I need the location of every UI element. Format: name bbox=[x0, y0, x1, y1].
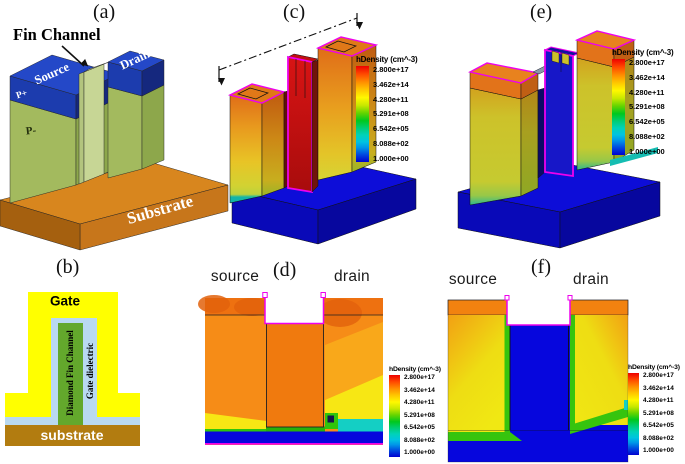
panel-d-crosssection bbox=[198, 292, 383, 445]
colorbar-value: 4.280e+11 bbox=[404, 399, 435, 407]
colorbar-value: 3.462e+14 bbox=[629, 72, 665, 82]
colorbar-value: 5.291e+08 bbox=[643, 409, 674, 417]
drain-label-d: drain bbox=[334, 268, 370, 285]
panel-b-structure bbox=[5, 292, 140, 446]
colorbar-value: 6.542e+05 bbox=[373, 124, 409, 133]
colorbar-value: 1.000e+00 bbox=[373, 153, 409, 163]
cyan-strip bbox=[610, 147, 658, 166]
colorbar-value: 6.542e+05 bbox=[643, 422, 674, 430]
colorbar-value: 4.280e+11 bbox=[373, 94, 409, 104]
drain-label-f: drain bbox=[573, 271, 609, 288]
colorbar-value: 2.800e+17 bbox=[404, 374, 435, 381]
panel-f-label: (f) bbox=[531, 256, 551, 278]
colorbar-gradient bbox=[356, 66, 369, 162]
colorbar-title: hDensity (cm^-3) bbox=[389, 366, 441, 373]
colorbar-c: hDensity (cm^-3) 2.800e+17 3.462e+14 4.2… bbox=[356, 55, 418, 163]
colorbar-value: 5.291e+08 bbox=[404, 411, 435, 419]
colorbar-value: 2.800e+17 bbox=[373, 65, 409, 74]
colorbar-value: 2.800e+17 bbox=[629, 58, 665, 67]
substrate-rect bbox=[5, 425, 140, 446]
source-label-f: source bbox=[448, 271, 498, 288]
gate-notch bbox=[506, 298, 571, 326]
colorbar-title: hDensity (cm^-3) bbox=[356, 55, 418, 64]
gate-label: Gate bbox=[49, 293, 81, 309]
colorbar-e: hDensity (cm^-3) 2.800e+17 3.462e+14 4.2… bbox=[612, 48, 674, 156]
colorbar-value: 1.000e+00 bbox=[629, 146, 665, 156]
gate-dielectric-label: Gate dielectric bbox=[85, 342, 95, 400]
cut-line bbox=[218, 13, 363, 86]
colorbar-value: 8.088e+02 bbox=[643, 434, 674, 442]
panel-a-structure bbox=[0, 45, 229, 251]
fin-channel-annotation: Fin Channel bbox=[13, 25, 101, 44]
panel-e-structure bbox=[457, 30, 661, 249]
colorbar-value: 3.462e+14 bbox=[404, 386, 435, 394]
panel-e-label: (e) bbox=[530, 1, 553, 23]
colorbar-gradient bbox=[628, 373, 639, 455]
gate-notch bbox=[264, 295, 325, 325]
colorbar-d: hDensity (cm^-3) 2.800e+17 3.462e+14 4.2… bbox=[389, 366, 441, 457]
p-minus-label: P- bbox=[25, 124, 37, 138]
fin-channel-arrow bbox=[61, 45, 89, 67]
diamond-fin-channel-label: Diamond Fin Channel bbox=[65, 330, 75, 416]
colorbar-gradient bbox=[389, 375, 400, 457]
colorbar-value: 5.291e+08 bbox=[629, 102, 665, 112]
colorbar-value: 3.462e+14 bbox=[643, 384, 674, 392]
colorbar-title: hDensity (cm^-3) bbox=[612, 48, 674, 57]
colorbar-value: 3.462e+14 bbox=[373, 79, 409, 89]
substrate-3d bbox=[231, 159, 417, 245]
colorbar-title: hDensity (cm^-3) bbox=[628, 364, 680, 371]
source-region bbox=[448, 315, 510, 432]
source-label-d: source bbox=[210, 268, 260, 285]
fin-rect bbox=[58, 323, 83, 425]
colorbar-f: hDensity (cm^-3) 2.800e+17 3.462e+14 4.2… bbox=[628, 364, 680, 455]
source-pillar bbox=[227, 83, 287, 204]
panel-c-label: (c) bbox=[283, 1, 306, 23]
colorbar-value: 8.088e+02 bbox=[629, 131, 665, 141]
panel-d-label: (d) bbox=[273, 259, 297, 281]
panel-b-label: (b) bbox=[56, 256, 80, 278]
colorbar-value: 6.542e+05 bbox=[404, 424, 435, 432]
colorbar-value: 6.542e+05 bbox=[629, 117, 665, 126]
colorbar-value: 8.088e+02 bbox=[373, 138, 409, 148]
fin-cross-section bbox=[266, 323, 324, 428]
substrate-3d bbox=[0, 161, 229, 251]
fin-channel-3d bbox=[78, 61, 110, 185]
colorbar-gradient bbox=[612, 59, 625, 155]
fin-channel-3d bbox=[537, 46, 581, 179]
colorbar-value: 4.280e+11 bbox=[643, 397, 674, 405]
drain-pillar bbox=[107, 50, 165, 179]
colorbar-value: 5.291e+08 bbox=[373, 109, 409, 119]
panel-f-crosssection bbox=[447, 295, 629, 463]
colorbar-value: 2.800e+17 bbox=[643, 372, 674, 379]
substrate-3d bbox=[457, 162, 661, 249]
source-pillar bbox=[467, 62, 540, 206]
colorbar-value: 1.000e+00 bbox=[404, 449, 435, 457]
panel-a-label: (a) bbox=[93, 1, 116, 23]
substrate-label-2d: substrate bbox=[40, 427, 104, 443]
colorbar-value: 8.088e+02 bbox=[404, 436, 435, 444]
colorbar-value: 4.280e+11 bbox=[629, 87, 665, 97]
drain-region bbox=[570, 315, 628, 425]
colorbar-value: 1.000e+00 bbox=[643, 447, 674, 455]
